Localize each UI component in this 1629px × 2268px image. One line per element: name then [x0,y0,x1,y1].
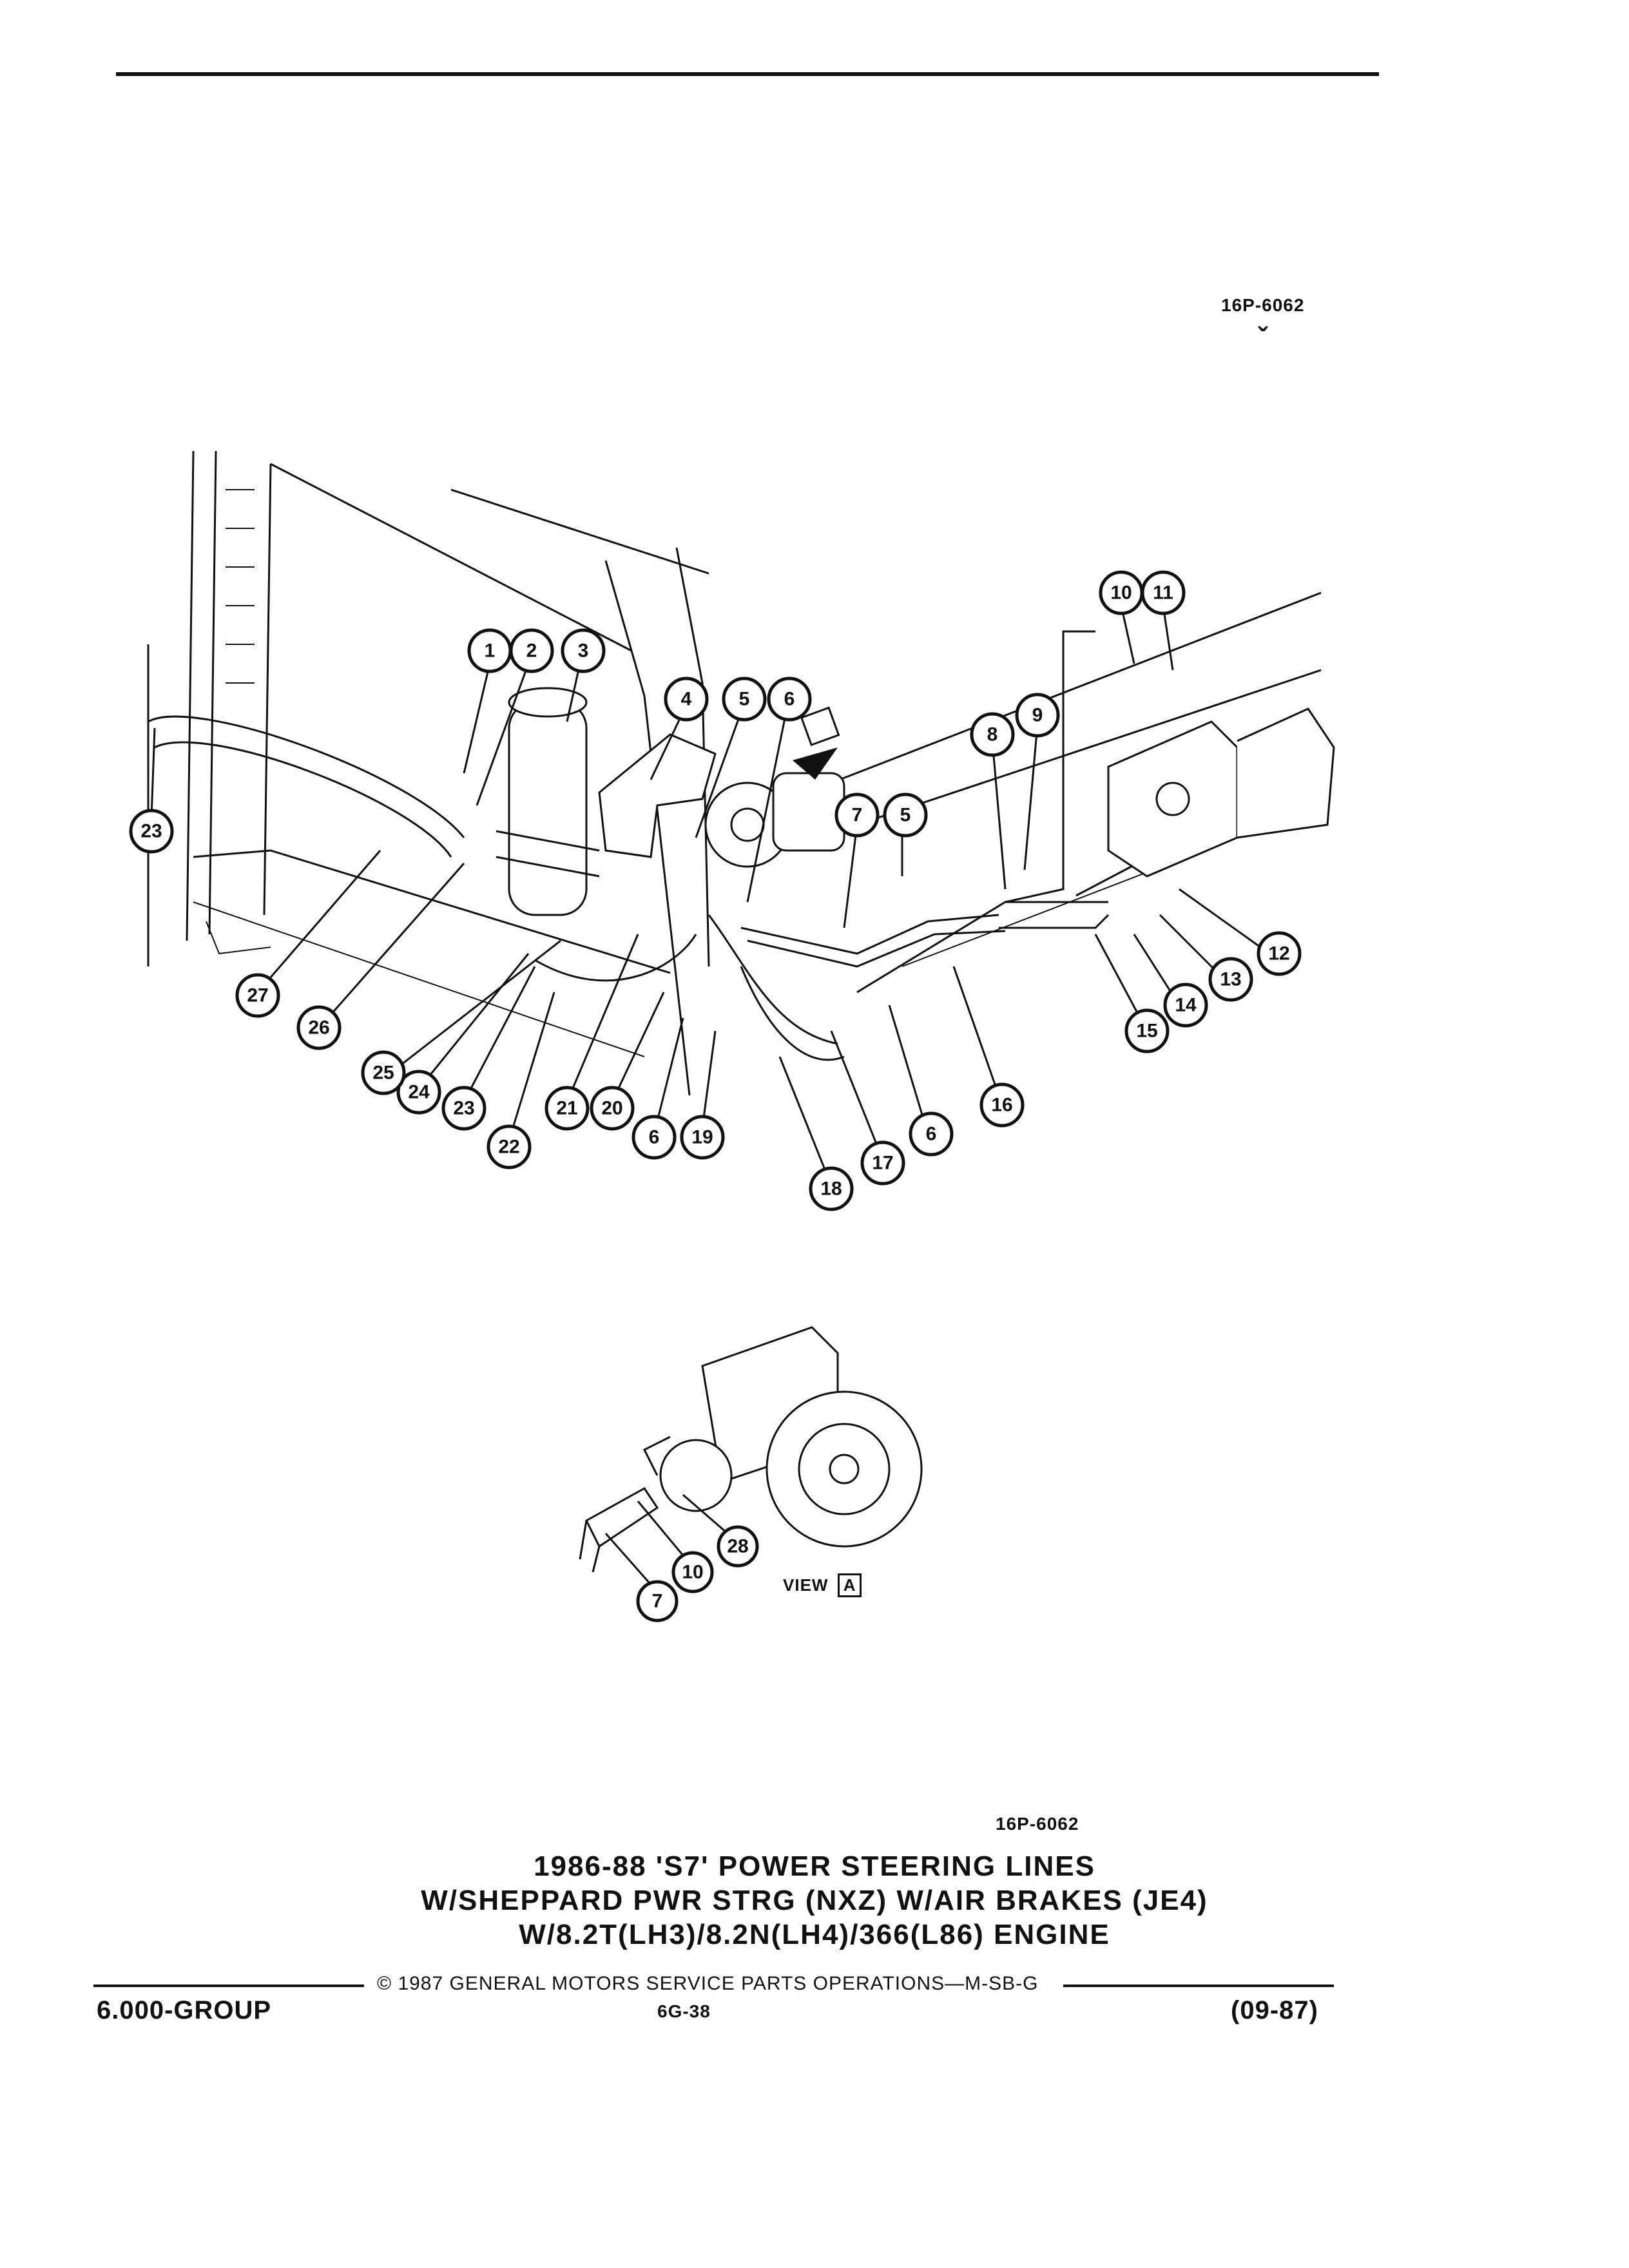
footer-date: (09-87) [1231,1996,1318,2024]
footer-rule-right [1063,1984,1334,1987]
callout-6b: 6 [909,1111,954,1157]
callout-4: 4 [664,677,709,722]
callout-23b: 23 [129,809,174,854]
footer-group: 6.000-GROUP [97,1996,272,2024]
callout-15: 15 [1124,1008,1170,1053]
svg-text:26: 26 [308,1017,329,1039]
power-steering-pump [704,772,845,868]
footer-rule-left [93,1984,364,1987]
callout-19: 19 [680,1115,725,1160]
view-letter-box: A [837,1573,862,1597]
svg-text:6: 6 [649,1127,660,1148]
view-label-text: VIEW [783,1575,829,1595]
callout-6: 6 [767,677,812,722]
svg-text:12: 12 [1268,943,1289,965]
callout-17: 17 [860,1140,905,1186]
view-callout-10: 10 [671,1551,714,1593]
view-a-arrow [793,706,840,780]
svg-text:7: 7 [852,805,863,826]
callout-22: 22 [487,1124,532,1169]
callout-5: 5 [722,677,767,722]
radiator-frame [147,450,710,1096]
svg-text:23: 23 [140,821,162,842]
title-line-2: W/SHEPPARD PWR STRG (NXZ) W/AIR BRAKES (… [421,1885,1208,1916]
svg-text:22: 22 [498,1137,519,1158]
callout-13: 13 [1208,957,1253,1002]
callout-5b: 5 [883,793,928,838]
title-line-1: 1986-88 'S7' POWER STEERING LINES [534,1850,1095,1882]
callout-27: 27 [235,973,280,1018]
callout-14: 14 [1163,983,1208,1028]
svg-text:19: 19 [691,1127,713,1148]
svg-text:24: 24 [408,1082,430,1103]
svg-text:17: 17 [872,1153,893,1174]
callout-3: 3 [561,628,606,673]
figure-code-bottom: 16P-6062 [996,1814,1079,1834]
svg-text:10: 10 [1110,582,1132,604]
view-a-pump [579,1326,923,1573]
svg-text:4: 4 [681,689,692,710]
svg-text:1: 1 [485,640,496,662]
callout-7: 7 [834,793,880,838]
callout-23: 23 [441,1086,487,1131]
svg-text:28: 28 [727,1536,748,1557]
callout-9: 9 [1015,693,1060,738]
top-rule [116,72,1379,76]
callout-8: 8 [970,712,1015,757]
leader-lines [150,605,1270,1186]
hoses [148,630,1199,1061]
svg-text:13: 13 [1220,969,1241,990]
view-label: VIEW A [783,1573,862,1597]
figure-code-top: 16P-6062 [1221,295,1305,315]
steering-gear [1107,707,1335,878]
callout-16: 16 [979,1082,1025,1128]
svg-text:9: 9 [1032,705,1043,726]
callout-24: 24 [396,1070,441,1115]
title-line-3: W/8.2T(LH3)/8.2N(LH4)/366(L86) ENGINE [519,1919,1110,1950]
reservoir [496,687,600,916]
section-symbol-icon: ˇ [1258,322,1268,354]
footer-page: 6G-38 [657,2001,711,2021]
svg-text:5: 5 [739,689,750,710]
svg-text:6: 6 [784,689,795,710]
callout-21: 21 [545,1086,590,1131]
footer-copyright: © 1987 GENERAL MOTORS SERVICE PARTS OPER… [377,1973,1039,1994]
svg-text:27: 27 [247,985,268,1006]
callout-18: 18 [809,1166,854,1211]
svg-text:16: 16 [991,1095,1012,1116]
callout-12: 12 [1257,931,1302,976]
callout-25: 25 [361,1050,406,1095]
svg-text:23: 23 [453,1098,474,1119]
svg-text:7: 7 [652,1591,663,1612]
view-callout-7: 7 [636,1580,679,1622]
callout-10: 10 [1099,570,1144,615]
view-a-leaders [604,1494,732,1589]
svg-text:11: 11 [1153,582,1173,604]
svg-text:8: 8 [987,724,998,745]
callout-11: 11 [1141,570,1186,615]
svg-text:3: 3 [578,640,589,662]
svg-text:18: 18 [820,1178,842,1200]
svg-text:15: 15 [1136,1021,1157,1042]
callout-26: 26 [296,1005,342,1050]
svg-text:6: 6 [926,1124,937,1145]
callout-6c: 6 [631,1115,677,1160]
callout-20: 20 [590,1086,635,1131]
callout-2: 2 [509,628,554,673]
svg-text:20: 20 [601,1098,622,1119]
view-callout-28: 28 [717,1525,759,1568]
svg-text:14: 14 [1175,995,1197,1016]
svg-text:21: 21 [556,1098,577,1119]
svg-text:5: 5 [900,805,911,826]
mount-bracket [598,733,717,858]
svg-text:2: 2 [526,640,537,662]
svg-text:25: 25 [372,1062,394,1084]
svg-text:10: 10 [682,1562,703,1583]
